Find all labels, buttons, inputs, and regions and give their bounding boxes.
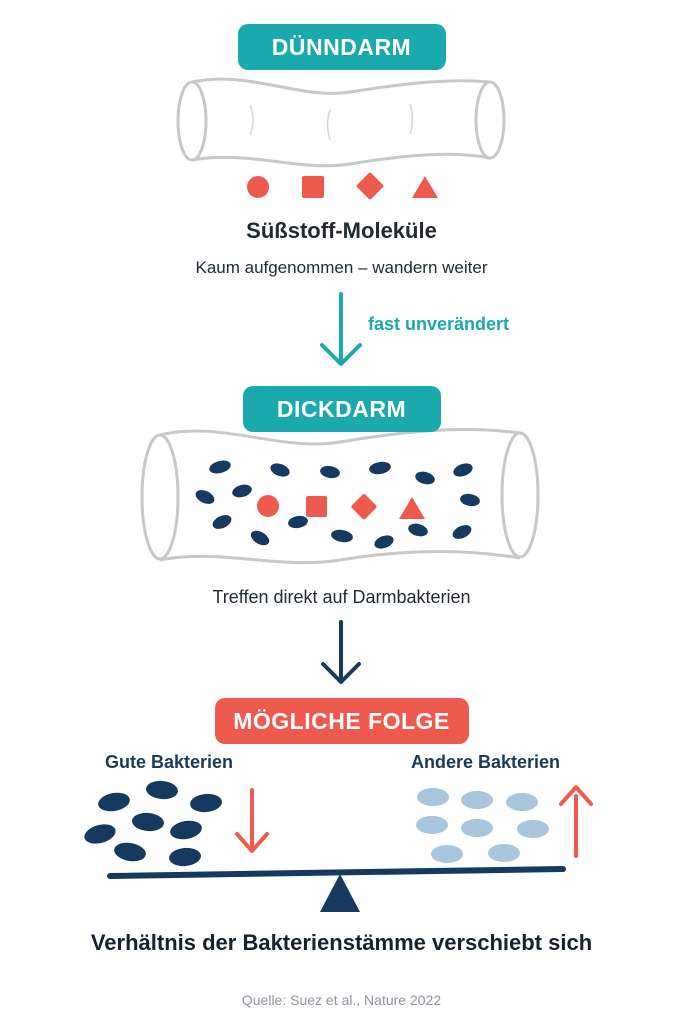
gut-bacteria — [195, 460, 480, 549]
diamond-icon — [351, 494, 377, 520]
small-intestine-label: DÜNNDARM — [237, 24, 446, 70]
triangle-icon — [412, 176, 438, 198]
large-intestine-caption: Treffen direkt auf Darmbakterien — [212, 587, 471, 607]
good-bacteria-label: Gute Bakterien — [105, 752, 234, 772]
circle-icon — [247, 176, 269, 198]
arrow-down-icon — [235, 788, 269, 853]
square-icon — [302, 176, 324, 198]
arrow-label: fast unverändert — [368, 314, 510, 334]
triangle-icon — [399, 497, 425, 519]
good-bacteria-cluster — [84, 780, 222, 867]
large-intestine-tube — [140, 428, 540, 565]
arrow-down-icon — [320, 292, 362, 366]
diamond-icon — [356, 172, 384, 200]
small-intestine-tube — [176, 77, 506, 168]
effect-label: MÖGLICHE FOLGE — [214, 698, 469, 744]
circle-icon — [257, 495, 279, 517]
large-intestine-label: DICKDARM — [242, 386, 441, 432]
square-icon — [306, 496, 327, 517]
other-bacteria-label: Andere Bakterien — [411, 752, 561, 772]
molecules-subtitle: Kaum aufgenommen – wandern weiter — [195, 258, 488, 277]
conclusion-text: Verhältnis der Bakterienstämme verschieb… — [90, 930, 593, 955]
scale-fulcrum-icon — [320, 874, 360, 912]
molecules-title: Süßstoff-Moleküle — [246, 218, 437, 243]
source-citation: Quelle: Suez et al., Nature 2022 — [241, 992, 442, 1008]
arrow-down-icon — [321, 620, 361, 684]
balance-scale — [107, 866, 566, 912]
arrow-up-icon — [559, 785, 593, 858]
other-bacteria-cluster — [416, 788, 549, 863]
